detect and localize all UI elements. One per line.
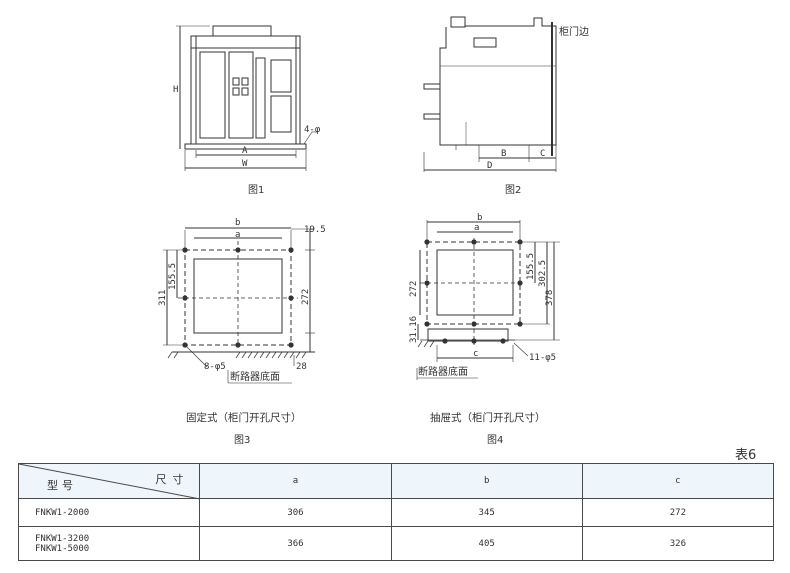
cell-a: 306 xyxy=(199,498,392,527)
fig3-label-holes: 8-φ5 xyxy=(204,362,226,372)
header-col-a: a xyxy=(199,463,392,499)
header-col-b: b xyxy=(390,463,583,499)
fig4-label-378: 378 xyxy=(545,290,555,306)
fig3-label-311: 311 xyxy=(158,290,168,306)
table-row: FNKW1-3200 FNKW1-5000 366 405 326 xyxy=(17,526,775,561)
table-row: FNKW1-2000 306 345 272 xyxy=(17,498,775,527)
cell-b: 405 xyxy=(390,526,583,561)
dimension-table: 尺寸 型号 a b c FNKW1-2000 306 345 272 FNKW1… xyxy=(17,463,775,561)
fig3-subtitle: 固定式（柜门开孔尺寸） xyxy=(186,411,302,424)
fig3-label-28: 28 xyxy=(296,362,307,372)
fig4-label-31-16: 31.16 xyxy=(409,316,419,343)
cell-a: 366 xyxy=(199,526,392,561)
fig2-label-b: B xyxy=(501,149,506,159)
row-model: FNKW1-2000 xyxy=(17,498,201,527)
fig2-label-c: C xyxy=(540,149,545,159)
fig2-caption: 图2 xyxy=(505,184,521,196)
fig2-label-door-edge: 柜门边 xyxy=(559,25,589,38)
fig4-label-155-5: 155.5 xyxy=(526,253,536,280)
fig4-label-272: 272 xyxy=(409,281,419,297)
header-col-c: c xyxy=(581,463,775,499)
header-model-label: 型号 xyxy=(47,479,77,492)
diagonal-line xyxy=(18,463,201,500)
fig4-subtitle: 抽屉式（柜门开孔尺寸） xyxy=(430,411,546,424)
fig4-floor-hatch xyxy=(417,340,435,348)
fig4-label-holes: 11-φ5 xyxy=(529,353,556,363)
header-size-label: 尺寸 xyxy=(155,473,190,486)
fig4-label-302-5: 302.5 xyxy=(538,260,548,287)
fig3-label-272: 272 xyxy=(301,289,311,305)
fig3-floor-hatch xyxy=(167,351,307,359)
fig3-label-155-5: 155.5 xyxy=(168,263,178,290)
table-title: 表6 xyxy=(735,448,757,463)
fig1-label-holes: 4-φ xyxy=(304,125,321,135)
fig1-label-h: H xyxy=(173,85,178,95)
fig3-label-19-5: 19.5 xyxy=(304,225,326,235)
fig3-holes xyxy=(182,247,294,348)
row-model: FNKW1-3200 FNKW1-5000 xyxy=(17,526,201,561)
fig1-label-w: W xyxy=(242,159,248,169)
fig4-holes xyxy=(424,239,523,344)
fig4-label-breaker-bottom: 断路器底面 xyxy=(418,365,468,378)
fig2-label-d: D xyxy=(487,161,492,171)
fig4-label-a: a xyxy=(474,223,479,233)
fig3-label-a: a xyxy=(235,230,240,240)
header-diagonal-cell: 尺寸 型号 xyxy=(17,463,201,500)
fig4-label-b: b xyxy=(477,213,482,223)
fig1-drawing xyxy=(176,25,318,171)
table-header-row: 尺寸 型号 a b c xyxy=(17,463,775,500)
fig3-label-breaker-bottom: 断路器底面 xyxy=(230,370,280,383)
cell-b: 345 xyxy=(390,498,583,527)
fig4-label-c: c xyxy=(473,349,478,359)
cell-c: 326 xyxy=(581,526,775,561)
fig3-caption: 图3 xyxy=(234,434,250,446)
fig1-caption: 图1 xyxy=(248,184,264,196)
fig2-drawing xyxy=(423,16,557,172)
technical-diagram: H A W 4-φ 图1 柜门边 B C D 图2 b a 19.5 155.5… xyxy=(158,16,589,446)
cell-c: 272 xyxy=(581,498,775,527)
fig4-caption: 图4 xyxy=(487,434,503,446)
fig3-label-b: b xyxy=(235,218,240,228)
fig1-label-a: A xyxy=(242,146,248,156)
